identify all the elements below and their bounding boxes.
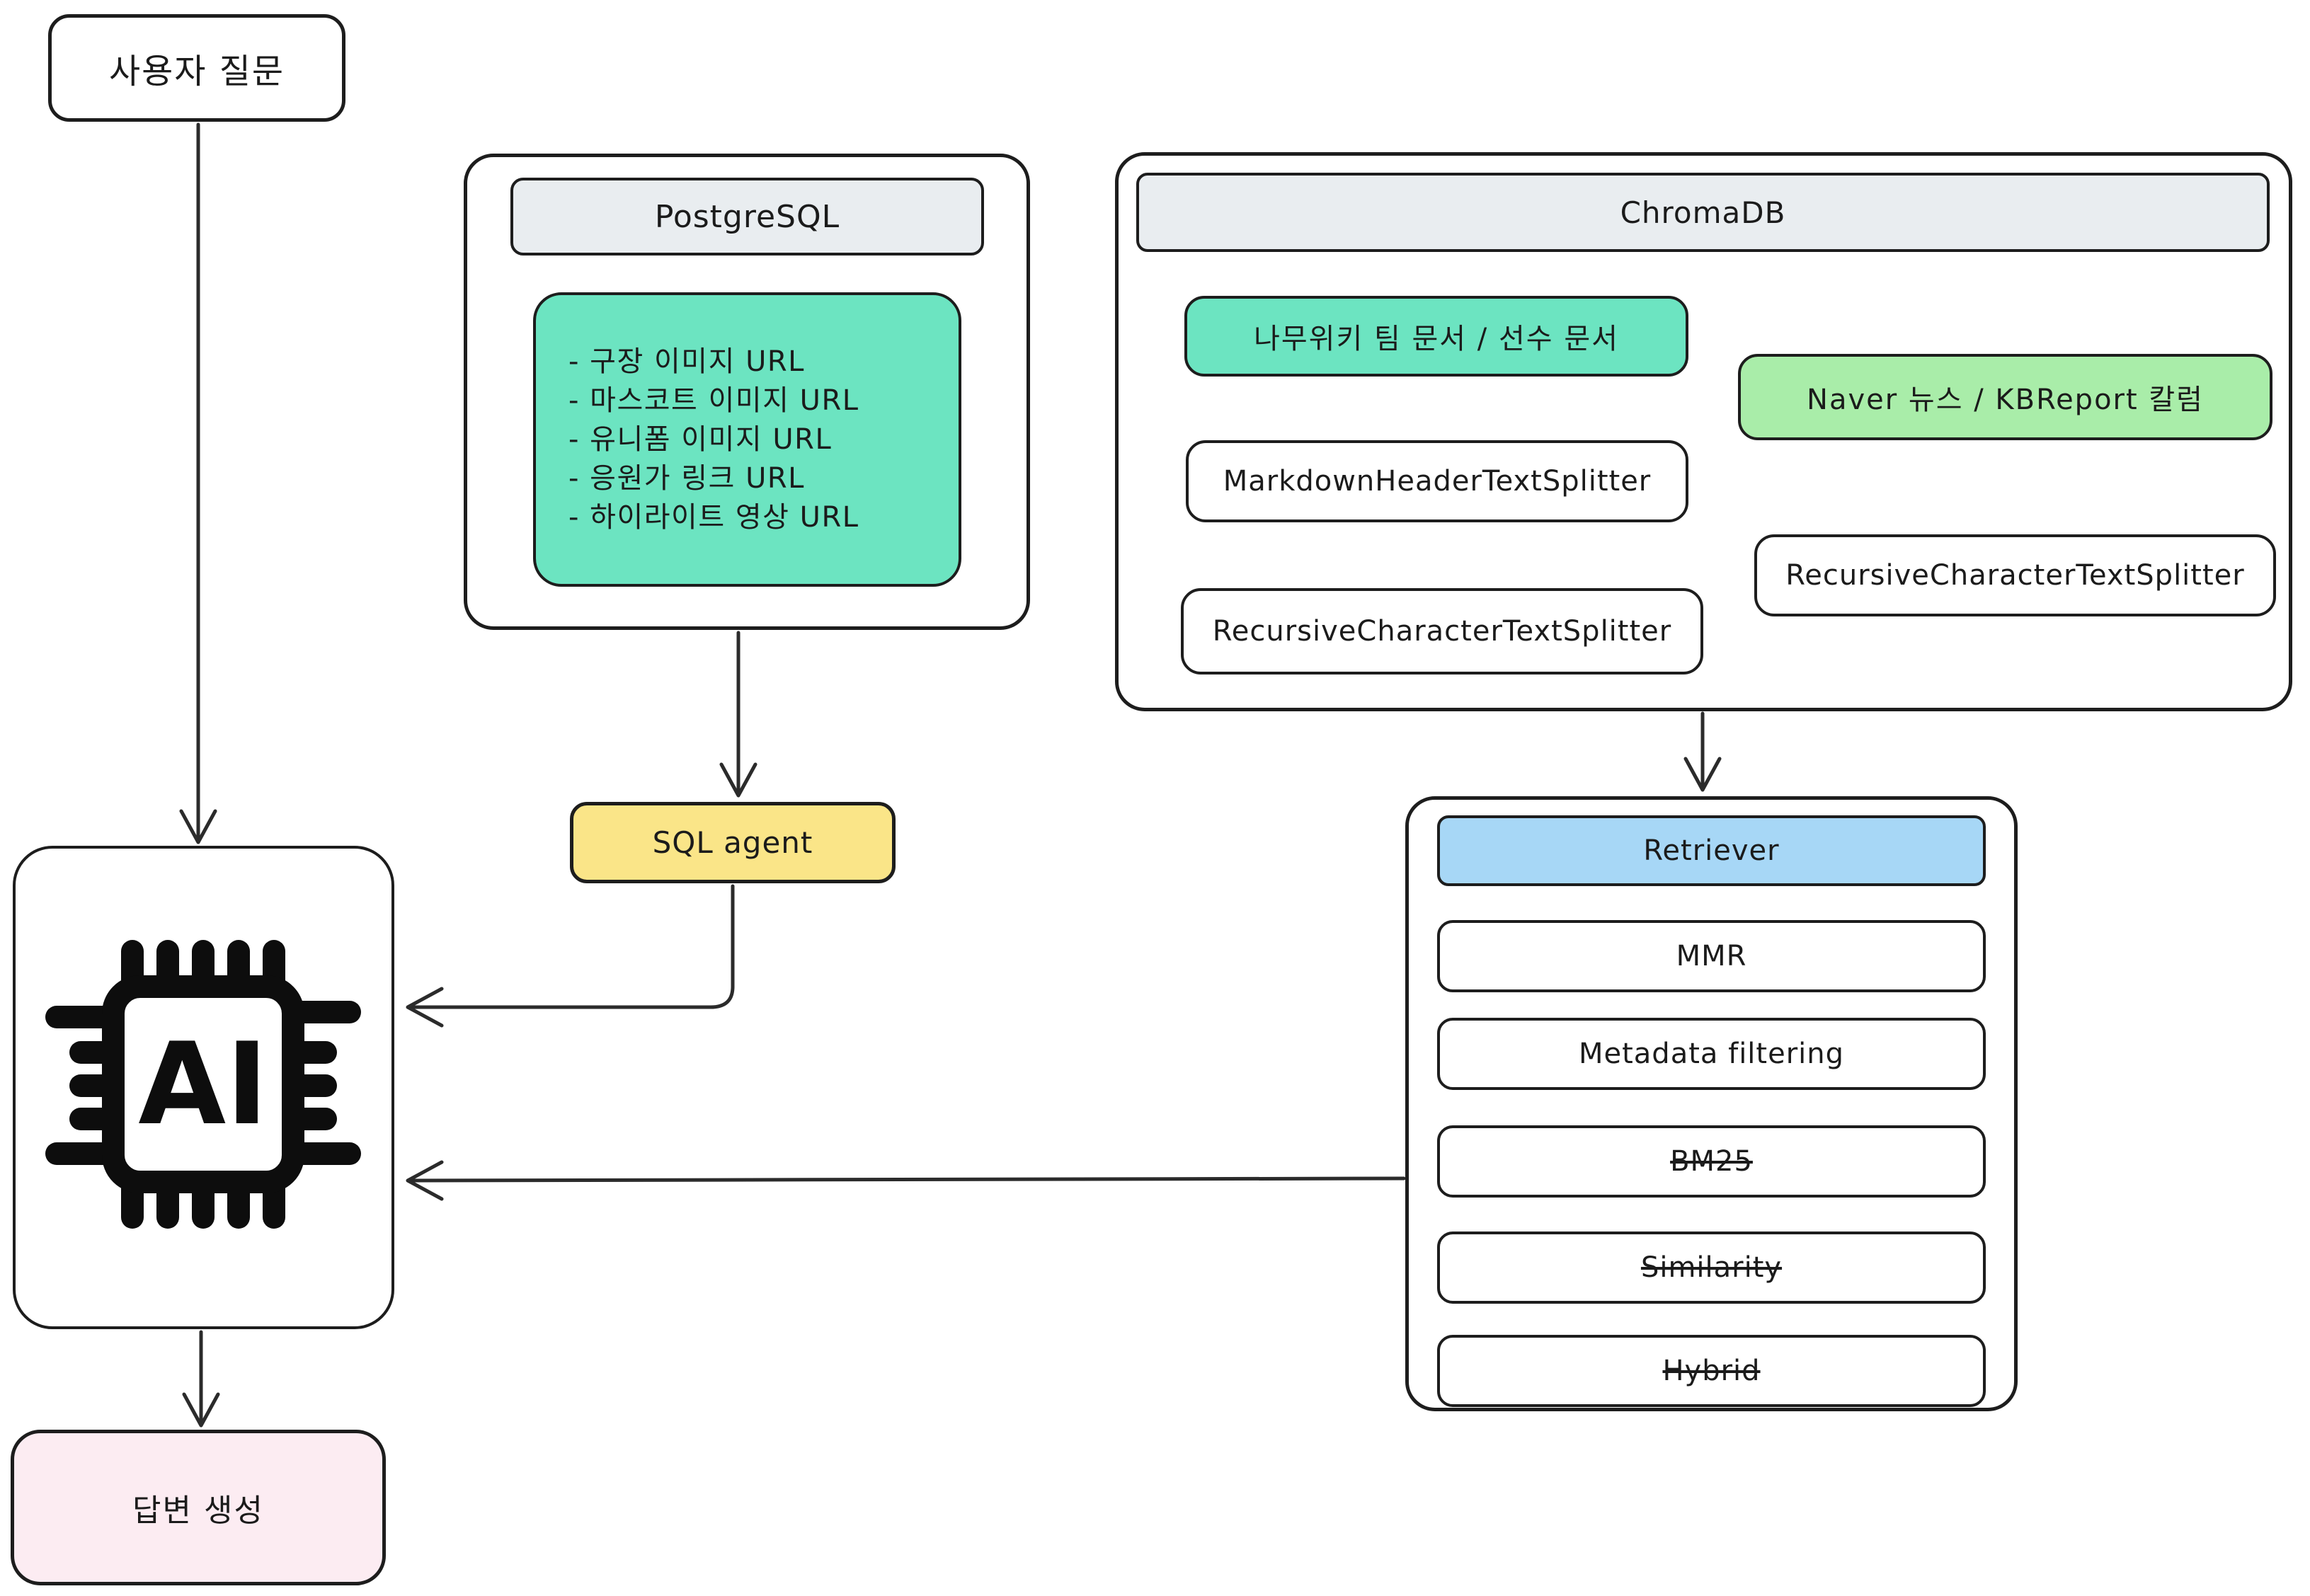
answer-box: 답변 생성 (11, 1430, 386, 1585)
markdown-splitter-box: MarkdownHeaderTextSplitter (1186, 440, 1688, 522)
retriever-container (1405, 796, 2018, 1411)
retriever-item-metadata-filtering: Metadata filtering (1437, 1018, 1986, 1090)
list-item: - 마스코트 이미지 URL (568, 384, 859, 417)
postgresql-url-list-box: - 구장 이미지 URL - 마스코트 이미지 URL - 유니폼 이미지 UR… (533, 292, 961, 587)
list-item: - 구장 이미지 URL (568, 345, 805, 378)
answer-label: 답변 생성 (132, 1493, 264, 1529)
markdown-splitter-label: MarkdownHeaderTextSplitter (1223, 465, 1652, 498)
user-question-label: 사용자 질문 (108, 52, 285, 91)
recursive-splitter-left-label: RecursiveCharacterTextSplitter (1212, 615, 1672, 648)
retriever-header: Retriever (1437, 815, 1986, 886)
arrow-ai-to-answer (182, 1330, 220, 1428)
retriever-item-similarity: Similarity (1437, 1232, 1986, 1304)
chromadb-title: ChromaDB (1620, 195, 1786, 230)
retriever-title: Retriever (1643, 834, 1780, 867)
postgresql-header: PostgreSQL (510, 178, 984, 256)
recursive-splitter-left-box: RecursiveCharacterTextSplitter (1181, 588, 1703, 674)
arrow-user-question-to-ai (179, 122, 217, 844)
sql-agent-box: SQL agent (570, 802, 896, 883)
namuwiki-docs-box: 나무위키 팀 문서 / 선수 문서 (1184, 296, 1688, 377)
arrow-retriever-to-ai (406, 1160, 1406, 1201)
naver-news-label: Naver 뉴스 / KBReport 칼럼 (1807, 384, 2204, 416)
recursive-splitter-right-box: RecursiveCharacterTextSplitter (1754, 534, 2276, 616)
postgresql-title: PostgreSQL (654, 198, 840, 235)
namuwiki-docs-label: 나무위키 팀 문서 / 선수 문서 (1254, 323, 1619, 355)
naver-news-box: Naver 뉴스 / KBReport 칼럼 (1738, 354, 2272, 440)
retriever-item-bm25: BM25 (1437, 1125, 1986, 1198)
arrow-sql-agent-to-ai (406, 884, 735, 1028)
arrow-postgresql-to-sql-agent (719, 631, 757, 798)
postgresql-url-list: - 구장 이미지 URL - 마스코트 이미지 URL - 유니폼 이미지 UR… (536, 295, 959, 584)
arrow-chromadb-to-retriever (1683, 711, 1722, 792)
retriever-item-mmr: MMR (1437, 920, 1986, 992)
list-item: - 응원가 링크 URL (568, 461, 805, 495)
ai-box (13, 846, 394, 1329)
sql-agent-label: SQL agent (652, 825, 813, 860)
user-question-box: 사용자 질문 (48, 14, 345, 122)
recursive-splitter-right-label: RecursiveCharacterTextSplitter (1785, 559, 2245, 592)
list-item: - 하이라이트 영상 URL (568, 500, 859, 534)
chromadb-header: ChromaDB (1136, 173, 2270, 252)
retriever-item-hybrid: Hybrid (1437, 1335, 1986, 1407)
list-item: - 유니폼 이미지 URL (568, 423, 833, 456)
